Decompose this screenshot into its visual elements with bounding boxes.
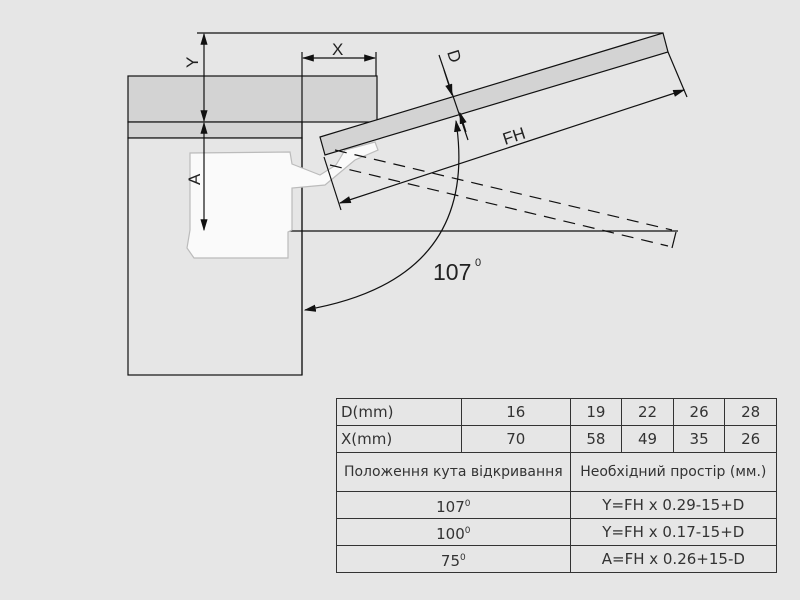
fh-label: FH <box>500 124 527 149</box>
x-label: X <box>332 40 343 59</box>
cabinet-strip <box>127 121 303 139</box>
hinge-diagram: Y A X D FH 107 0 <box>127 32 688 376</box>
angle-cell: 1000 <box>336 518 571 546</box>
spec-table: D(mm) 16 19 22 26 28 X(mm) 70 58 49 35 2… <box>336 398 778 573</box>
table-row: 1070 Y=FH x 0.29-15+D <box>336 491 778 519</box>
table-cell: 16 <box>461 398 571 426</box>
degree-mark: 0 <box>464 525 471 536</box>
angle-value: 100 <box>436 524 465 543</box>
angle-degree-mark: 0 <box>475 257 481 269</box>
angle-label: 107 <box>433 259 471 285</box>
table-header-row: Положення кута відкривання Необхідний пр… <box>336 452 778 492</box>
table-cell: 70 <box>461 425 571 453</box>
table-cell: 26 <box>724 425 777 453</box>
table-cell: 26 <box>672 398 726 426</box>
formula-cell: Y=FH x 0.17-15+D <box>569 518 778 546</box>
dashed-position <box>334 149 673 231</box>
angle-header: Положення кута відкривання <box>336 452 571 492</box>
angle-value: 107 <box>436 497 465 516</box>
dashed-position <box>329 164 669 247</box>
space-header: Необхідний простір (мм.) <box>569 452 778 492</box>
table-row: 750 A=FH x 0.26+15-D <box>336 545 778 573</box>
table-cell: 22 <box>621 398 674 426</box>
table-cell: 49 <box>621 425 674 453</box>
a-label: A <box>185 173 204 185</box>
table-row-x: X(mm) 70 58 49 35 26 <box>336 425 777 453</box>
formula-cell: A=FH x 0.26+15-D <box>569 545 778 573</box>
x-label-cell: X(mm) <box>336 425 462 453</box>
angle-cell: 1070 <box>336 491 571 519</box>
table-row: 1000 Y=FH x 0.17-15+D <box>336 518 778 546</box>
table-row-d: D(mm) 16 19 22 26 28 <box>336 398 777 426</box>
angle-value: 75 <box>440 551 460 570</box>
formula-cell: Y=FH x 0.29-15+D <box>569 491 778 519</box>
degree-mark: 0 <box>464 498 471 509</box>
degree-mark: 0 <box>460 552 466 563</box>
d-label: D <box>443 48 465 65</box>
cabinet-top-panel <box>127 75 378 123</box>
y-label: Y <box>183 57 202 68</box>
d-dimension <box>438 54 469 141</box>
angle-cell: 750 <box>336 545 571 573</box>
angle-arc <box>303 119 462 312</box>
table-cell: 35 <box>672 425 726 453</box>
table-cell: 28 <box>724 398 777 426</box>
table-cell: 58 <box>569 425 623 453</box>
table-cell: 19 <box>569 398 623 426</box>
d-label-cell: D(mm) <box>336 398 462 426</box>
